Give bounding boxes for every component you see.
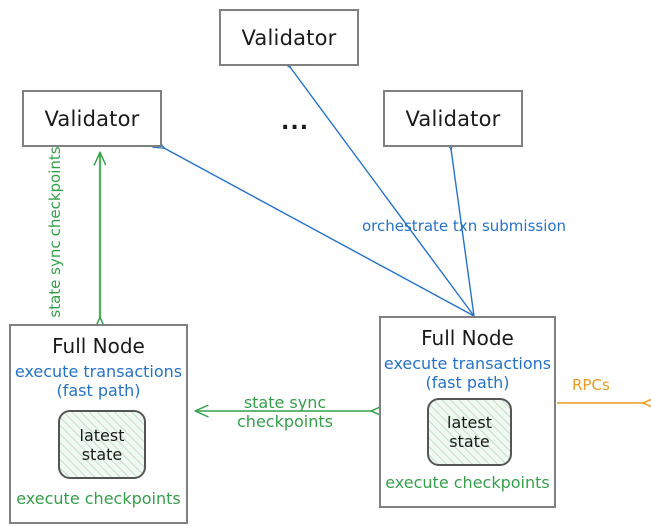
full-node-right-blue-line1: execute transactions [383, 354, 552, 373]
full-node-left-blue-line1: execute transactions [14, 362, 183, 381]
edge-label-state-sync-vertical: state sync checkpoints [46, 146, 64, 317]
full-node-left-blue-line2: (fast path) [56, 381, 141, 400]
latest-state-right-line2: state [449, 432, 490, 451]
full-node-right-blue-line2: (fast path) [425, 373, 510, 392]
validators-ellipsis: ... [281, 110, 310, 135]
latest-state-right-line1: latest [447, 413, 492, 432]
arrow-fullnode-to-validator-top [290, 67, 475, 317]
full-node-left-title: Full Node [52, 334, 145, 358]
latest-state-left-label: latest state [80, 426, 125, 464]
state-sync-v-line1: state sync [46, 240, 64, 318]
arrow-fullnode-to-validator-left [164, 148, 475, 317]
full-node-right-green-text: execute checkpoints [385, 473, 550, 492]
edge-label-state-sync-horizontal: state sync checkpoints [232, 393, 338, 431]
validator-box-top[interactable]: Validator [219, 9, 359, 66]
latest-state-box-left: latest state [58, 410, 146, 479]
validator-right-label: Validator [405, 106, 501, 131]
latest-state-right-label: latest state [447, 413, 492, 451]
state-sync-h-line2: checkpoints [237, 412, 333, 431]
validator-box-left[interactable]: Validator [22, 90, 162, 147]
validator-top-label: Validator [241, 25, 337, 50]
latest-state-box-right: latest state [427, 398, 512, 466]
arrow-fullnode-to-validator-right [451, 149, 475, 317]
full-node-left-blue-text: execute transactions (fast path) [11, 362, 186, 400]
edge-label-rpcs: RPCs [572, 376, 610, 394]
validator-box-right[interactable]: Validator [383, 90, 523, 147]
edge-label-orchestrate: orchestrate txn submission [362, 217, 567, 235]
latest-state-left-line1: latest [79, 425, 125, 445]
full-node-box-left[interactable]: Full Node execute transactions (fast pat… [9, 324, 188, 524]
validator-left-label: Validator [44, 106, 140, 131]
full-node-left-green-text: execute checkpoints [16, 489, 181, 508]
full-node-right-blue-text: execute transactions (fast path) [381, 354, 554, 392]
state-sync-v-line2: checkpoints [46, 146, 64, 237]
full-node-box-right[interactable]: Full Node execute transactions (fast pat… [379, 316, 556, 508]
state-sync-h-line1: state sync [243, 393, 327, 412]
full-node-right-title: Full Node [421, 326, 514, 350]
latest-state-left-line2: state [81, 444, 123, 464]
